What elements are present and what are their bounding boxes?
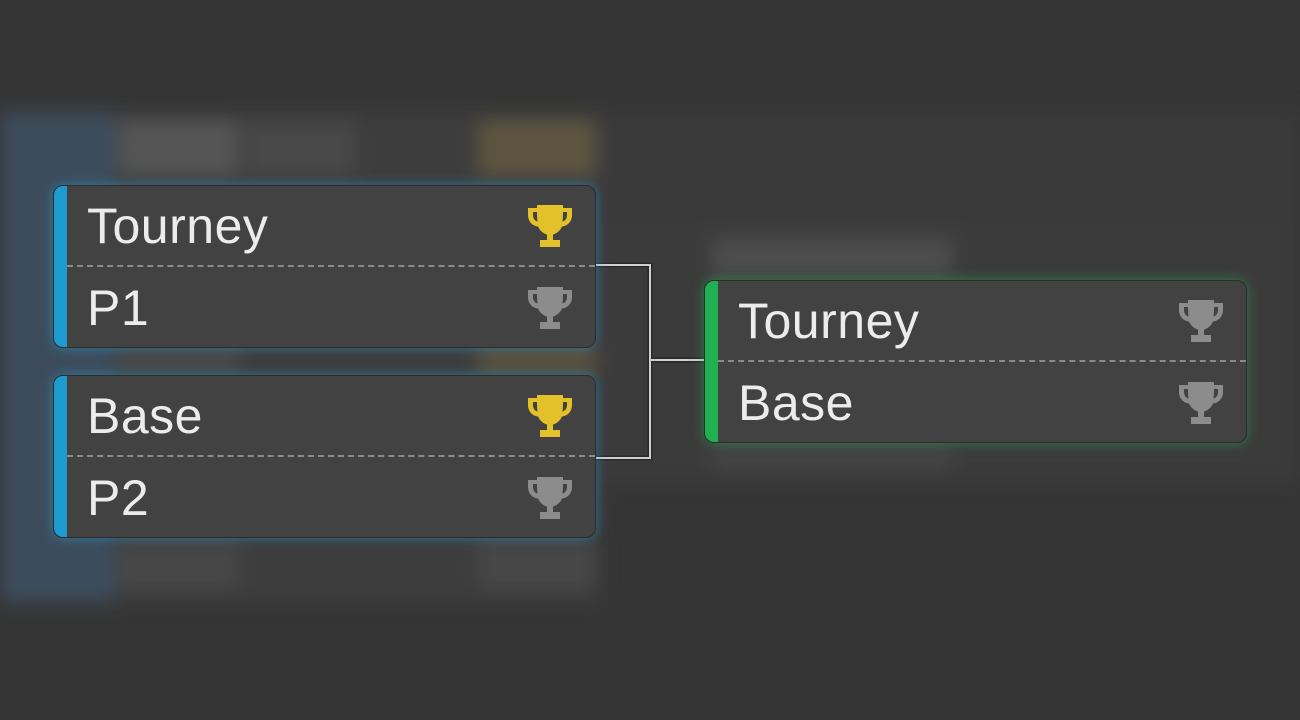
player-name: Tourney xyxy=(738,293,920,349)
player-name: P2 xyxy=(87,470,150,526)
trophy-icon[interactable] xyxy=(527,284,573,332)
player-slot[interactable]: Tourney xyxy=(67,186,595,266)
match-accent-bar xyxy=(54,376,67,537)
player-name: P1 xyxy=(87,280,150,336)
slot-divider xyxy=(67,265,595,267)
player-name: Tourney xyxy=(87,198,269,254)
player-slot[interactable]: Base xyxy=(718,363,1246,442)
trophy-icon[interactable] xyxy=(527,392,573,440)
player-name: Base xyxy=(738,375,854,431)
player-slot[interactable]: Base xyxy=(67,376,595,456)
match-card-semifinal-2[interactable]: Base P2 xyxy=(53,375,596,538)
match-accent-bar xyxy=(705,281,718,442)
slot-divider xyxy=(67,455,595,457)
player-slot[interactable]: P2 xyxy=(67,458,595,537)
trophy-icon[interactable] xyxy=(1178,379,1224,427)
match-accent-bar xyxy=(54,186,67,347)
player-slot[interactable]: Tourney xyxy=(718,281,1246,361)
slot-divider xyxy=(718,360,1246,362)
player-name: Base xyxy=(87,388,203,444)
match-card-final[interactable]: Tourney Base xyxy=(704,280,1247,443)
match-card-semifinal-1[interactable]: Tourney P1 xyxy=(53,185,596,348)
player-slot[interactable]: P1 xyxy=(67,268,595,347)
trophy-icon[interactable] xyxy=(1178,297,1224,345)
trophy-icon[interactable] xyxy=(527,474,573,522)
trophy-icon[interactable] xyxy=(527,202,573,250)
